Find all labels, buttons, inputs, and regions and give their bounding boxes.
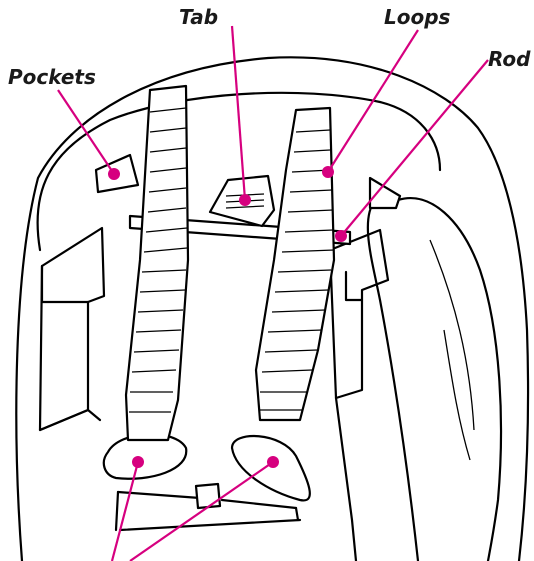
tab-label: Tab [179, 5, 218, 29]
lower-right-pad [232, 436, 310, 500]
rod-dot [335, 230, 347, 242]
left-side-wing [40, 228, 104, 430]
pockets-label: Pockets [8, 65, 96, 89]
tab-dot [239, 194, 251, 206]
pockets-leader [58, 90, 114, 174]
loops-dot [322, 166, 334, 178]
pockets-dot [108, 168, 120, 180]
right-cushion [368, 198, 501, 561]
right-side-wing [330, 230, 388, 561]
loops-label: Loops [384, 5, 451, 29]
left-strap [126, 86, 188, 440]
right-strap [256, 108, 334, 420]
rod-label: Rod [488, 47, 531, 71]
rod-leader [341, 60, 488, 236]
tab-leader [232, 26, 245, 200]
lower-right-dot [267, 456, 279, 468]
loops-leader [328, 30, 418, 172]
lower-left-dot [132, 456, 144, 468]
